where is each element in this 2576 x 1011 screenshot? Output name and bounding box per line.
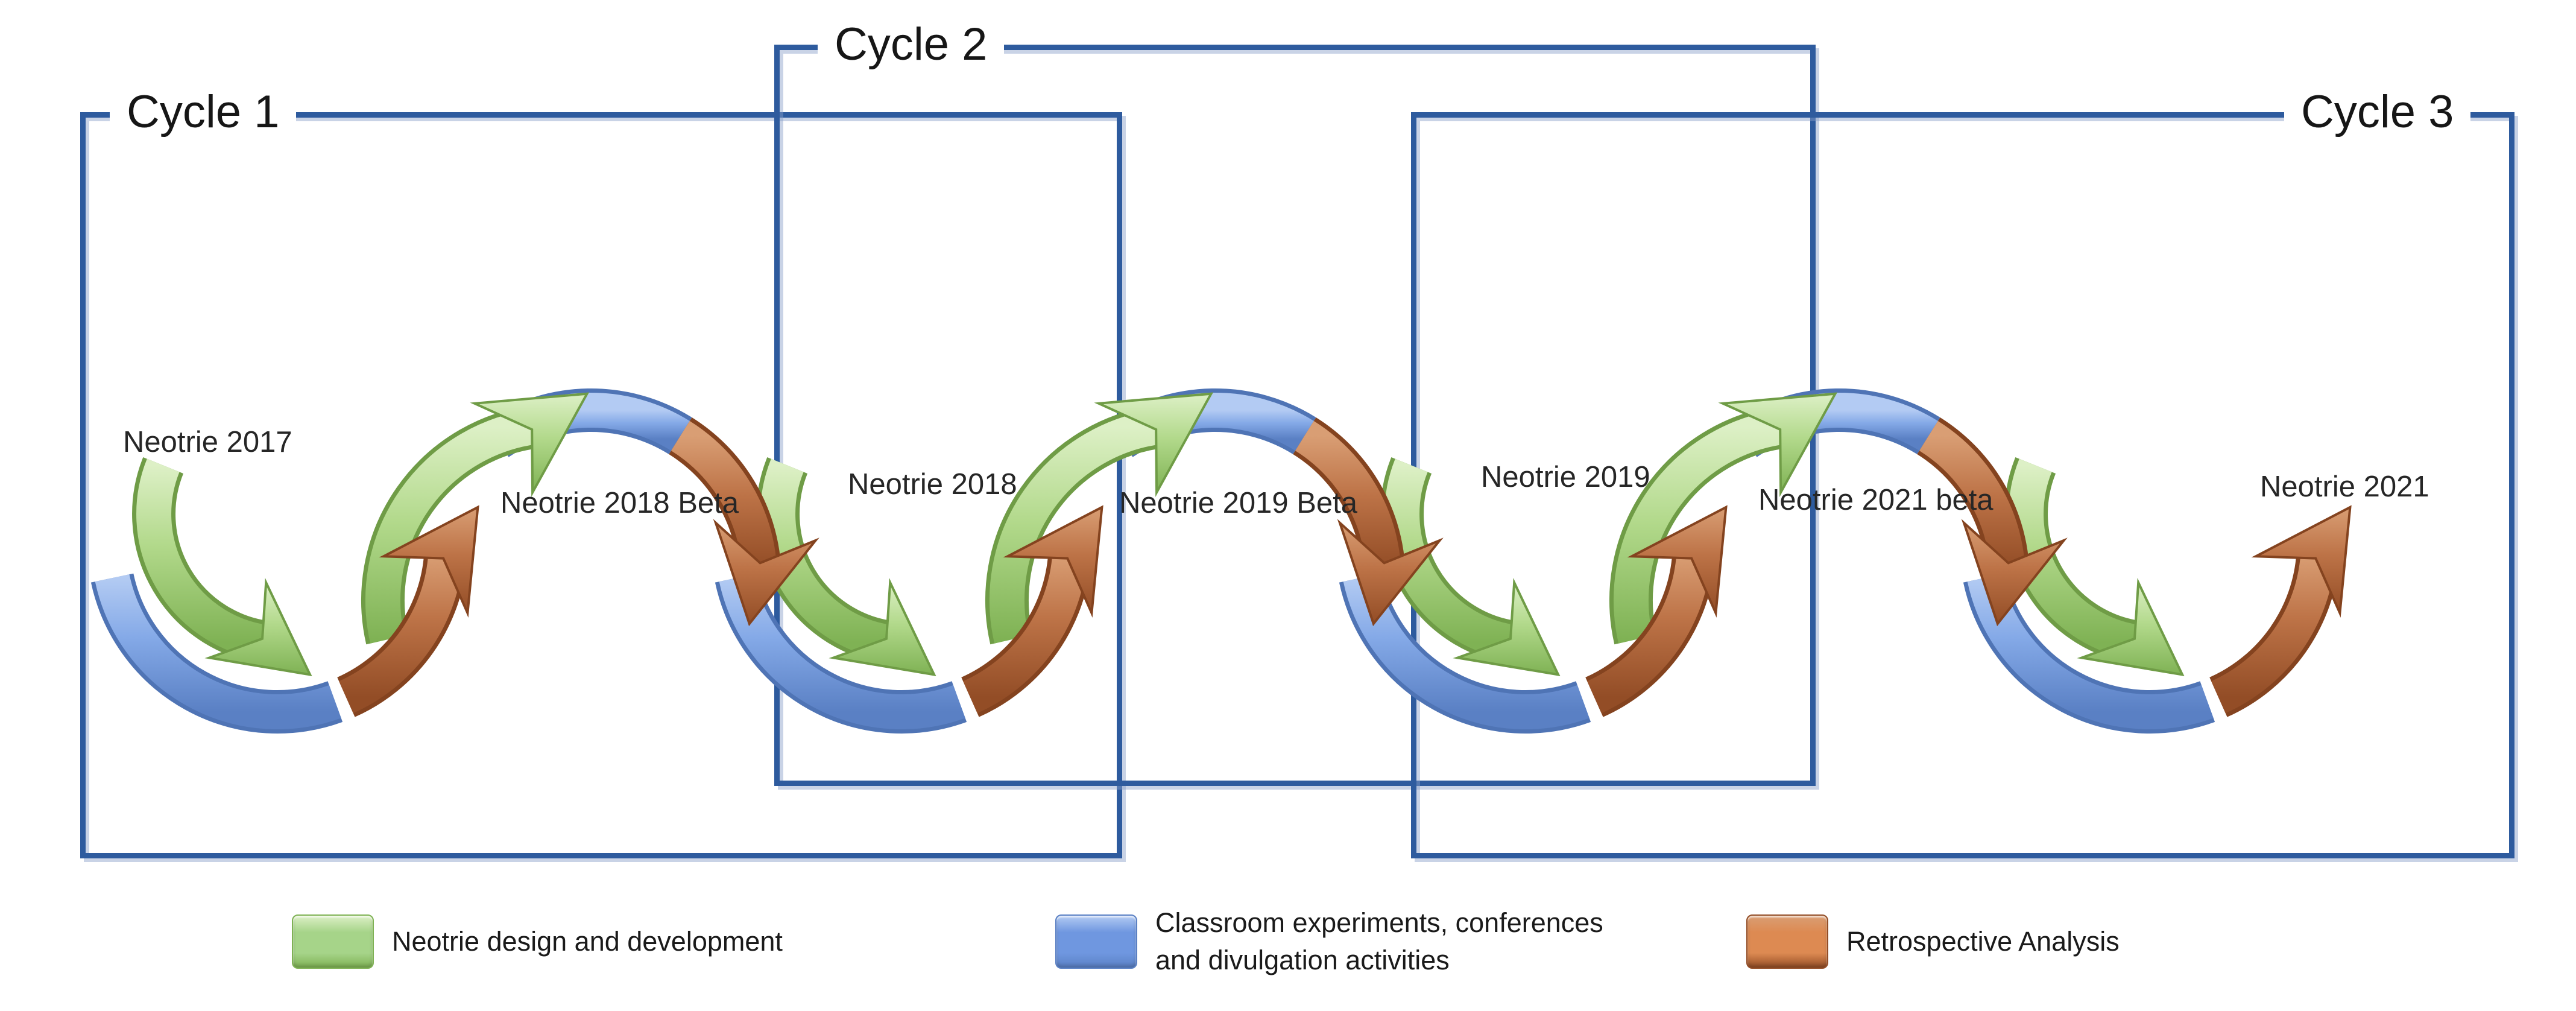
legend-item-design: Neotrie design and development [292, 914, 783, 969]
cycle-3-title: Cycle 3 [2284, 81, 2471, 144]
cycle-1-box [80, 112, 1122, 858]
legend-label-classroom: Classroom experiments, conferences and d… [1155, 907, 1603, 975]
crest-2-design-arrow-head [1094, 392, 1214, 498]
trough-1-retrospective-arrow [336, 505, 479, 717]
crest-1-retrospective-arrow [668, 417, 819, 627]
crest-3-retrospective-arrow [1916, 417, 2068, 627]
crest-1-design-arrow-head [470, 392, 590, 498]
wave-label-neotrie-2019-beta: Neotrie 2019 Beta [1119, 487, 1357, 519]
trough-3-retrospective-arrow [1585, 505, 1728, 717]
trough-4-design-arrow-head [2077, 578, 2185, 677]
crest-2-retrospective-arrow-head [1337, 519, 1444, 627]
trough-3-retrospective-arrow-head [1627, 505, 1728, 618]
crest-1-retrospective-arrow-head [713, 519, 819, 627]
legend-item-classroom: Classroom experiments, conferences and d… [1055, 904, 1603, 979]
trough-3-design-arrow-head [1453, 578, 1561, 677]
cycle-2-title: Cycle 2 [818, 13, 1005, 76]
crest-3-design-arrow [1609, 392, 1838, 645]
trough-1-design-arrow-head [204, 578, 312, 677]
trough-3-design-arrow [1380, 457, 1561, 677]
legend-swatch-design-icon [292, 914, 374, 969]
legend-swatch-retrospective-icon [1746, 914, 1828, 969]
trough-1-retrospective-arrow-head [379, 505, 479, 618]
crest-1-design-arrow [361, 392, 590, 645]
legend-swatch-classroom-icon [1055, 914, 1137, 969]
wave-label-neotrie-2018: Neotrie 2018 [848, 468, 1017, 501]
trough-1-classroom-arc [90, 573, 343, 734]
legend-label-retrospective: Retrospective Analysis [1846, 926, 2120, 957]
crest-3-design-arrow-head [1718, 392, 1838, 498]
legend-label-design: Neotrie design and development [392, 926, 783, 957]
trough-2-retrospective-arrow [961, 505, 1103, 717]
trough-4-retrospective-arrow [2209, 505, 2352, 717]
crest-3-retrospective-arrow-head [1961, 519, 2068, 627]
wave-label-neotrie-2021-beta: Neotrie 2021 beta [1758, 484, 1994, 516]
wave-label-neotrie-2018-beta: Neotrie 2018 Beta [500, 487, 739, 519]
crest-2-design-arrow [985, 392, 1214, 645]
legend-item-retrospective: Retrospective Analysis [1746, 914, 2120, 969]
trough-4-design-arrow [2004, 457, 2185, 677]
crest-2-retrospective-arrow [1292, 417, 1444, 627]
trough-2-design-arrow-head [829, 578, 936, 677]
trough-2-design-arrow [756, 457, 936, 677]
wave-label-neotrie-2017: Neotrie 2017 [123, 426, 292, 458]
trough-2-retrospective-arrow-head [1003, 505, 1103, 618]
trough-1-design-arrow [132, 457, 312, 677]
cycle-1-title: Cycle 1 [110, 81, 297, 144]
wave-label-neotrie-2019: Neotrie 2019 [1481, 461, 1650, 493]
trough-4-retrospective-arrow-head [2251, 505, 2352, 618]
wave-label-neotrie-2021: Neotrie 2021 [2260, 471, 2429, 503]
